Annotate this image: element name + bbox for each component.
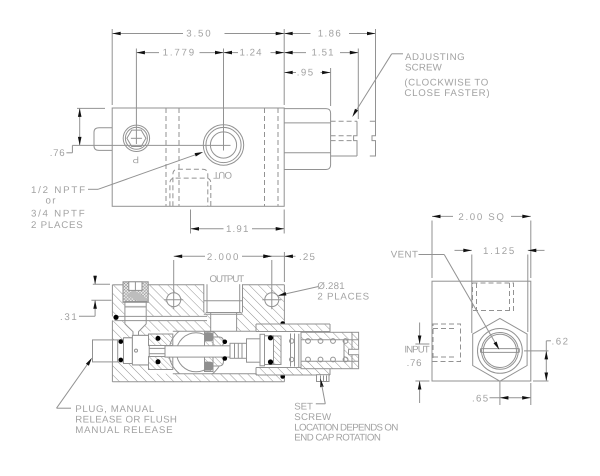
svg-text:LOCATION DEPENDS ON: LOCATION DEPENDS ON <box>294 422 398 433</box>
svg-text:.62: .62 <box>552 337 570 348</box>
svg-text:2.00 SQ: 2.00 SQ <box>458 212 505 223</box>
svg-text:1.91: 1.91 <box>226 224 250 235</box>
svg-text:RELEASE OR FLUSH: RELEASE OR FLUSH <box>75 415 177 426</box>
svg-text:OUT: OUT <box>213 169 232 180</box>
svg-text:P: P <box>133 154 139 165</box>
svg-text:3.50: 3.50 <box>186 29 212 40</box>
svg-text:.95: .95 <box>297 68 315 79</box>
svg-text:PLUG, MANUAL: PLUG, MANUAL <box>75 404 155 415</box>
svg-text:MANUAL RELEASE: MANUAL RELEASE <box>75 425 173 436</box>
svg-text:.31: .31 <box>60 312 78 323</box>
svg-text:Ø.281: Ø.281 <box>317 281 344 292</box>
svg-text:or: or <box>46 195 57 206</box>
svg-text:2.000: 2.000 <box>207 252 240 263</box>
svg-text:1.779: 1.779 <box>163 48 196 59</box>
svg-text:VENT: VENT <box>391 249 418 260</box>
svg-text:1.86: 1.86 <box>318 29 342 40</box>
svg-text:.76: .76 <box>407 358 423 369</box>
svg-text:.25: .25 <box>299 252 316 263</box>
svg-text:1.125: 1.125 <box>483 246 516 257</box>
svg-text:END CAP ROTATION: END CAP ROTATION <box>294 433 381 444</box>
svg-text:1/2 NPTF: 1/2 NPTF <box>31 185 87 196</box>
svg-text:.76: .76 <box>50 148 66 159</box>
svg-text:SET: SET <box>294 402 313 413</box>
svg-text:1.24: 1.24 <box>239 48 262 59</box>
svg-text:SCREW: SCREW <box>294 412 332 423</box>
svg-text:2 PLACES: 2 PLACES <box>31 220 83 231</box>
svg-text:OUTPUT: OUTPUT <box>210 274 245 285</box>
svg-text:1.51: 1.51 <box>311 48 334 59</box>
svg-text:INPUT: INPUT <box>404 345 429 356</box>
svg-text:2 PLACES: 2 PLACES <box>317 292 369 303</box>
svg-text:3/4 NPTF: 3/4 NPTF <box>31 209 86 220</box>
svg-text:CLOSE FASTER): CLOSE FASTER) <box>404 88 490 99</box>
svg-text:.65: .65 <box>472 393 489 404</box>
svg-text:(CLOCKWISE TO: (CLOCKWISE TO <box>404 78 488 89</box>
svg-text:SCREW: SCREW <box>405 63 443 74</box>
svg-text:ADJUSTING: ADJUSTING <box>405 52 465 63</box>
